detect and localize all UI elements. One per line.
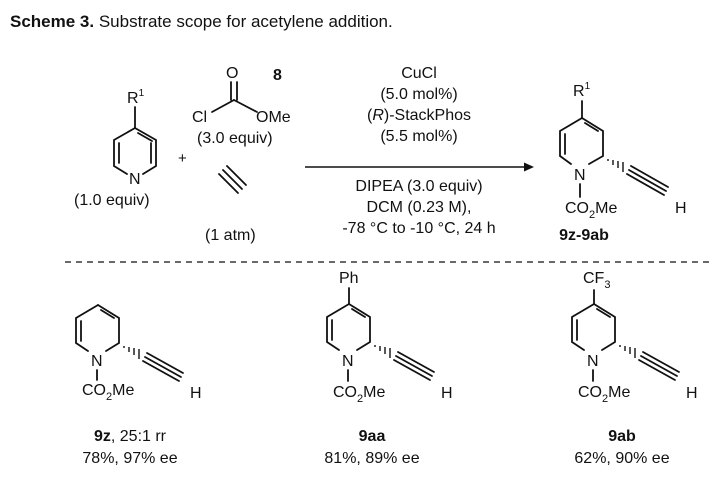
example-9ab-id: 9ab <box>608 428 636 445</box>
conditions-below: DIPEA (3.0 equiv) DCM (0.23 M), -78 °C t… <box>342 178 495 237</box>
example-9z-yield-ee: 78%, 97% ee <box>82 450 177 467</box>
chloroformate-structure: O Cl OMe 8 (3.0 equiv) <box>192 65 291 147</box>
example-9z-structure: N CO2Me H <box>75 304 202 403</box>
example-9z-stereo-hash-bond <box>123 346 140 359</box>
example-9ab-structure: CF3 N CO2Me H <box>571 270 698 405</box>
chloroformate-o-label: O <box>226 65 238 82</box>
chloroformate-cl-label: Cl <box>192 109 207 126</box>
reaction-arrow <box>305 162 534 172</box>
example-9ab-h-label: H <box>686 385 698 402</box>
example-9ab-carbamate-label: CO2Me <box>578 384 630 405</box>
plus-sign: + <box>178 150 187 167</box>
example-9aa-n-label: N <box>342 353 354 370</box>
example-9z-carbamate-label: CO2Me <box>82 382 134 403</box>
example-9ab-stereo-hash-bond <box>619 345 636 358</box>
product-r1-label: R1 <box>573 81 591 100</box>
pyridine-n-label: N <box>129 171 141 188</box>
pyridine-structure: R1 N (1.0 equiv) <box>74 88 157 209</box>
product-carbamate-label: CO2Me <box>565 200 617 221</box>
reagent-number: 8 <box>273 67 282 84</box>
example-9ab-yield-ee: 62%, 90% ee <box>574 450 669 467</box>
product-label: 9z-9ab <box>559 227 609 244</box>
scheme-caption: Scheme 3. Substrate scope for acetylene … <box>10 12 393 31</box>
condition-catalyst-loading: (5.0 mol%) <box>380 86 457 103</box>
example-9aa-id: 9aa <box>359 428 386 445</box>
conditions-above: CuCl (5.0 mol%) (R)-StackPhos (5.5 mol%) <box>367 65 471 145</box>
example-9aa-stereo-hash-bond <box>374 345 391 358</box>
condition-catalyst: CuCl <box>401 65 437 82</box>
caption-label: Scheme 3. <box>10 12 94 31</box>
condition-base: DIPEA (3.0 equiv) <box>355 178 482 195</box>
example-9aa-h-label: H <box>441 385 453 402</box>
acetylene-structure: (1 atm) <box>205 165 256 244</box>
pyridine-equiv: (1.0 equiv) <box>74 192 150 209</box>
product-stereo-hash-bond <box>607 159 624 172</box>
condition-temperature-time: -78 °C to -10 °C, 24 h <box>342 220 495 237</box>
condition-ligand-loading: (5.5 mol%) <box>380 128 457 145</box>
product-n-label: N <box>574 167 586 184</box>
product-h-label: H <box>675 200 687 217</box>
example-9z-n-label: N <box>91 353 103 370</box>
pyridine-r1-label: R1 <box>127 88 145 107</box>
condition-ligand: (R)-StackPhos <box>367 107 471 124</box>
example-9ab-cf3-label: CF3 <box>583 270 610 291</box>
example-9z-h-label: H <box>190 385 202 402</box>
caption-text: Substrate scope for acetylene addition. <box>94 12 393 31</box>
example-9aa-carbamate-label: CO2Me <box>333 384 385 405</box>
example-9aa-structure: Ph N CO2Me H <box>326 270 453 405</box>
example-9z-id-line: 9z, 25:1 rr <box>94 428 167 445</box>
chloroformate-ome-label: OMe <box>256 109 291 126</box>
acetylene-pressure: (1 atm) <box>205 227 256 244</box>
condition-solvent: DCM (0.23 M), <box>367 199 472 216</box>
chloroformate-equiv: (3.0 equiv) <box>197 130 273 147</box>
product-structure: R1 N CO2Me H 9z-9ab <box>559 81 687 244</box>
example-9aa-ph-label: Ph <box>339 270 359 287</box>
example-9ab-n-label: N <box>587 353 599 370</box>
example-9aa-yield-ee: 81%, 89% ee <box>324 450 419 467</box>
